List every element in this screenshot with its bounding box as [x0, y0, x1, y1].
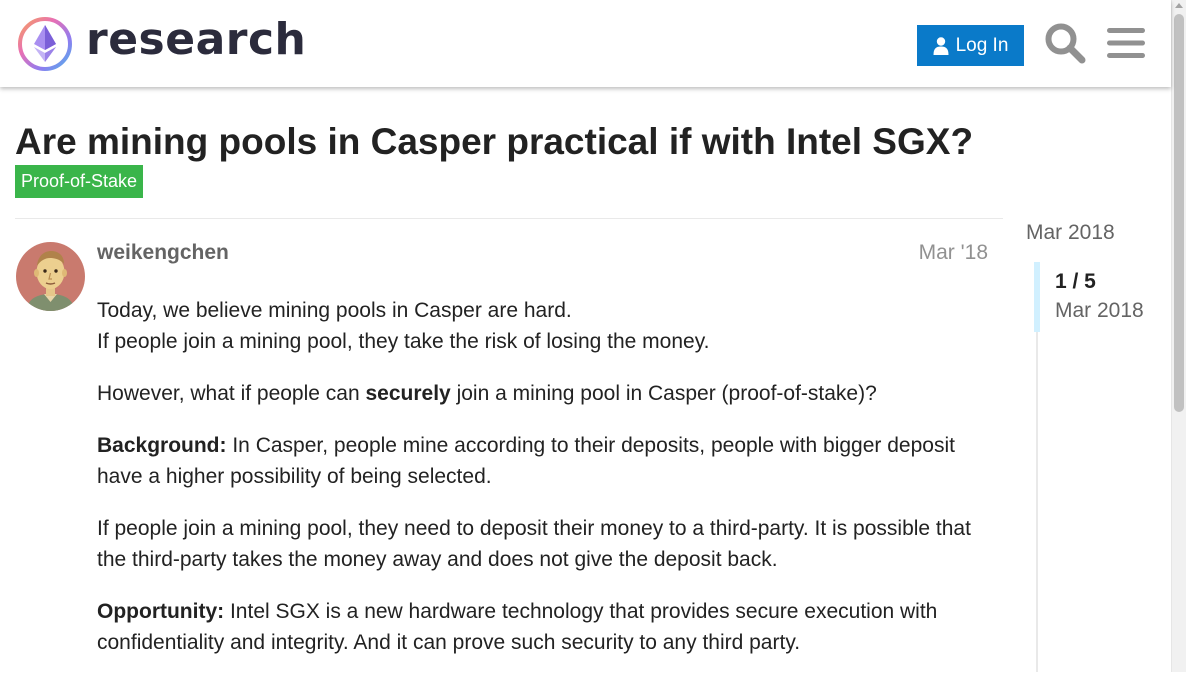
post-paragraph: If people join a mining pool, they need … — [97, 513, 997, 575]
site-logo[interactable]: research — [16, 14, 306, 74]
post-text: Today, we believe mining pools in Casper… — [97, 299, 572, 322]
post-text: However, what if people can — [97, 382, 366, 405]
post-username[interactable]: weikengchen — [97, 241, 229, 264]
log-in-button[interactable]: Log In — [917, 25, 1024, 66]
timeline-current-date: Mar 2018 — [1055, 299, 1144, 322]
post-paragraph: However, what if people can securely joi… — [97, 378, 997, 409]
category-badge[interactable]: Proof-of-Stake — [15, 165, 144, 198]
post-text: Intel SGX is a new hardware technology t… — [97, 600, 938, 654]
page-scrollbar[interactable] — [1171, 0, 1186, 672]
logo-text: research — [86, 14, 307, 65]
timeline-handle[interactable] — [1034, 262, 1040, 332]
ethereum-research-logo-icon — [18, 17, 72, 71]
post-text: If people join a mining pool, they take … — [97, 330, 710, 353]
post-body: Today, we believe mining pools in Casper… — [97, 295, 997, 679]
post-date[interactable]: Mar '18 — [918, 241, 988, 264]
hamburger-menu-icon[interactable] — [1107, 26, 1145, 60]
post-text: join a mining pool in Casper (proof-of-s… — [450, 382, 877, 405]
timeline-start-date[interactable]: Mar 2018 — [1026, 221, 1115, 244]
timeline-position[interactable]: 1 / 5 — [1055, 270, 1096, 293]
user-avatar-icon — [16, 242, 85, 311]
post-paragraph: Today, we believe mining pools in Casper… — [97, 295, 997, 357]
post-bold-text: Background: — [97, 434, 227, 457]
user-icon — [933, 36, 949, 55]
post-text: If people join a mining pool, they need … — [97, 517, 971, 571]
log-in-label: Log In — [955, 34, 1009, 56]
site-header: research Log In — [0, 0, 1171, 87]
title-divider — [15, 218, 1003, 219]
topic-title[interactable]: Are mining pools in Casper practical if … — [15, 121, 974, 162]
scrollbar-thumb[interactable] — [1174, 14, 1184, 412]
post-paragraph: Opportunity: Intel SGX is a new hardware… — [97, 596, 997, 658]
post-bold-text: securely — [365, 382, 451, 405]
avatar[interactable] — [16, 242, 85, 311]
search-icon[interactable] — [1044, 22, 1086, 64]
post-paragraph: Background: In Casper, people mine accor… — [97, 430, 997, 492]
post-bold-text: Opportunity: — [97, 600, 225, 623]
scroll-up-arrow-icon[interactable] — [1175, 3, 1183, 8]
timeline-track[interactable] — [1036, 262, 1038, 672]
post-text: In Casper, people mine according to thei… — [97, 434, 955, 488]
